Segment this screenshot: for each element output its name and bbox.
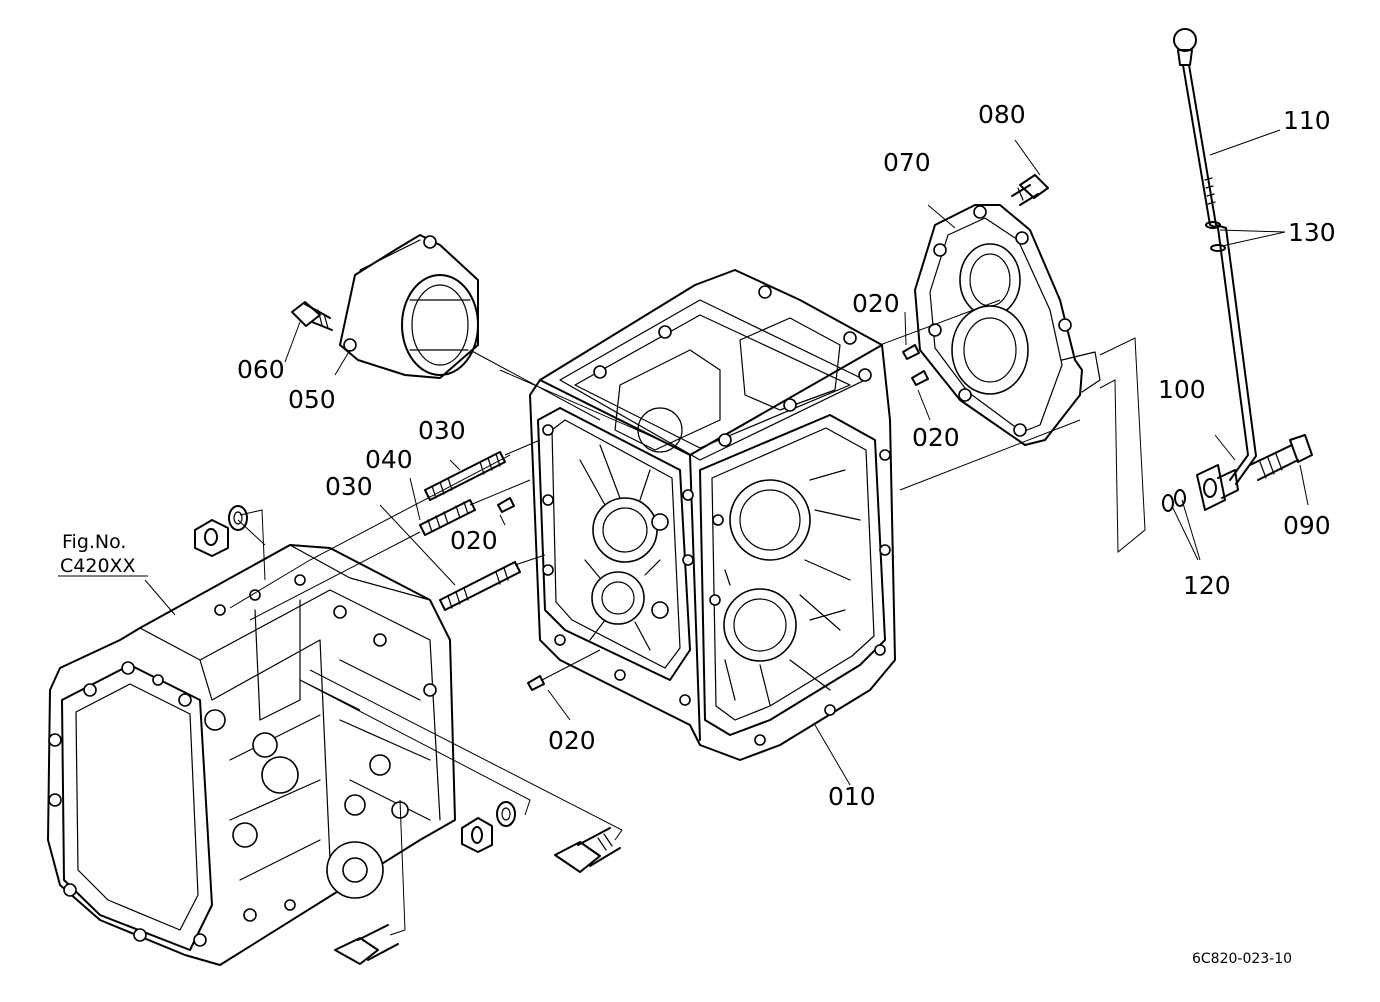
label-010: 010 (828, 782, 876, 811)
pin-020-center (497, 497, 515, 513)
o-ring-130 (1205, 221, 1226, 252)
pin-020-upper-right (902, 344, 920, 360)
bearing-cover-050 (339, 234, 661, 441)
drawing-code: 6C820-023-10 (1192, 951, 1292, 967)
bolt-060 (291, 301, 333, 331)
label-120: 120 (1183, 571, 1231, 600)
o-ring-120 (1162, 489, 1186, 512)
label-020-bottom: 020 (548, 726, 596, 755)
pin-020-bottom (527, 675, 545, 691)
rear-cover-070 (879, 204, 1101, 491)
label-070: 070 (883, 148, 931, 177)
bolt-090 (1249, 434, 1313, 481)
label-110: 110 (1283, 106, 1331, 135)
pin-020-lower-right (911, 370, 929, 386)
label-040: 040 (365, 445, 413, 474)
figure-ref-line2: C420XX (60, 555, 136, 577)
stud-040 (419, 499, 476, 536)
label-130: 130 (1288, 218, 1336, 247)
front-housing-reference (47, 505, 623, 966)
dipstick-110 (1173, 28, 1257, 485)
label-060: 060 (237, 355, 285, 384)
label-100: 100 (1158, 375, 1206, 404)
stud-030-lower (439, 561, 521, 611)
bolt-080 (1011, 174, 1049, 206)
stud-030-upper (424, 451, 506, 501)
label-020-lower-right: 020 (912, 423, 960, 452)
label-030-lower: 030 (325, 472, 373, 501)
guide-100 (1196, 464, 1239, 511)
figure-ref-line1: Fig.No. (62, 531, 126, 553)
label-020-upper-right: 020 (852, 289, 900, 318)
label-030-upper: 030 (418, 416, 466, 445)
label-050: 050 (288, 385, 336, 414)
label-020-center: 020 (450, 526, 498, 555)
transmission-case-010 (529, 269, 896, 786)
label-080: 080 (978, 100, 1026, 129)
label-090: 090 (1283, 511, 1331, 540)
